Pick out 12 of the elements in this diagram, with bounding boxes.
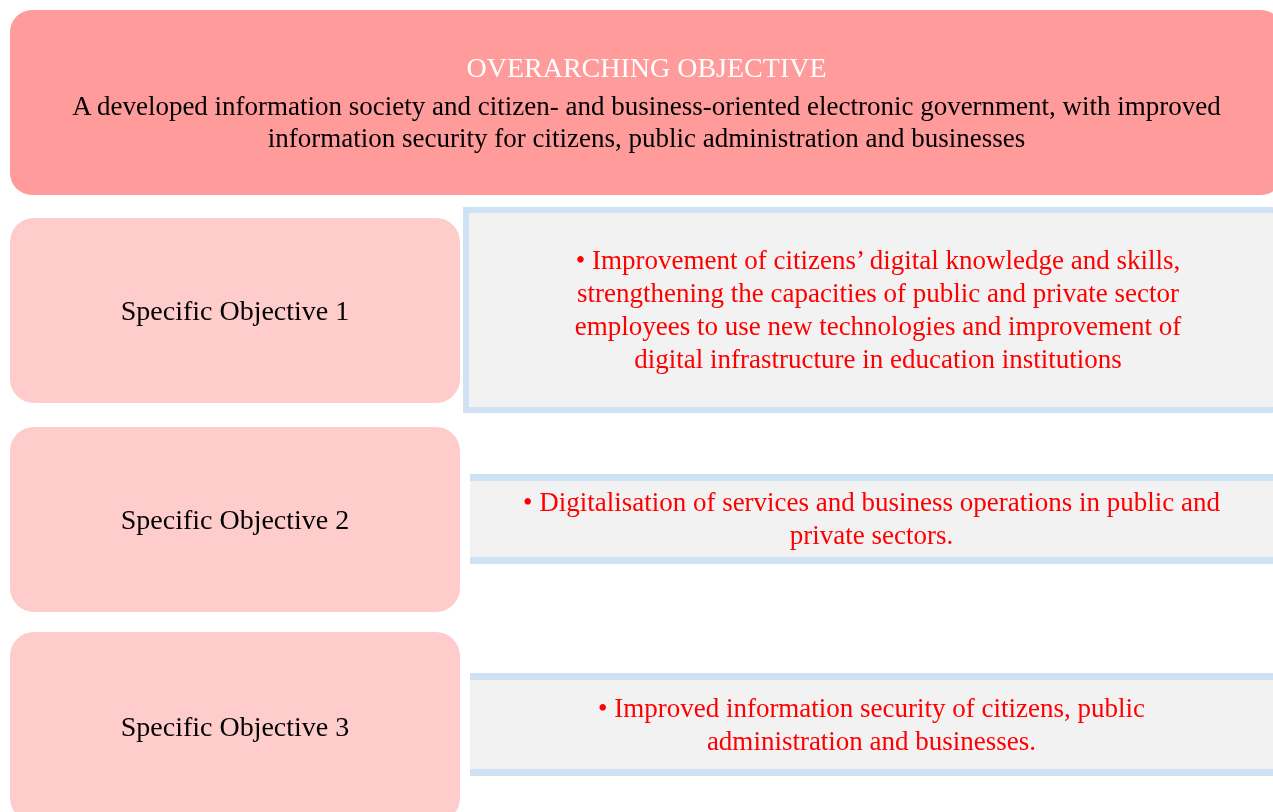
overarching-objective-box <box>10 10 1273 195</box>
objective-box: Specific Objective 2 <box>10 427 460 612</box>
objective-text: A developed information society and citizen- and business-oriented electronic government, with improved information security for citizens, public administration and businesses <box>71 89 1222 154</box>
bullet-item: • Digitalisation of services and business operations in public and private sectors. <box>521 486 1222 552</box>
description-box <box>463 207 1273 413</box>
heading: OVERARCHING OBJECTIVE <box>466 51 827 84</box>
description-box <box>470 474 1273 564</box>
bullet-item: • Improved information security of citizens, public administration and businesses. <box>596 691 1147 758</box>
objective-box: Specific Objective 3 <box>10 632 460 812</box>
description-box <box>470 673 1273 776</box>
objective-box: Specific Objective 1 <box>10 218 460 403</box>
bullet-item: • Improvement of citizens’ digital knowledge and skills, strengthening the capacities of public and private sector employees to use new technologies and improvement of digital infrastructure in education institutions <box>573 244 1183 376</box>
